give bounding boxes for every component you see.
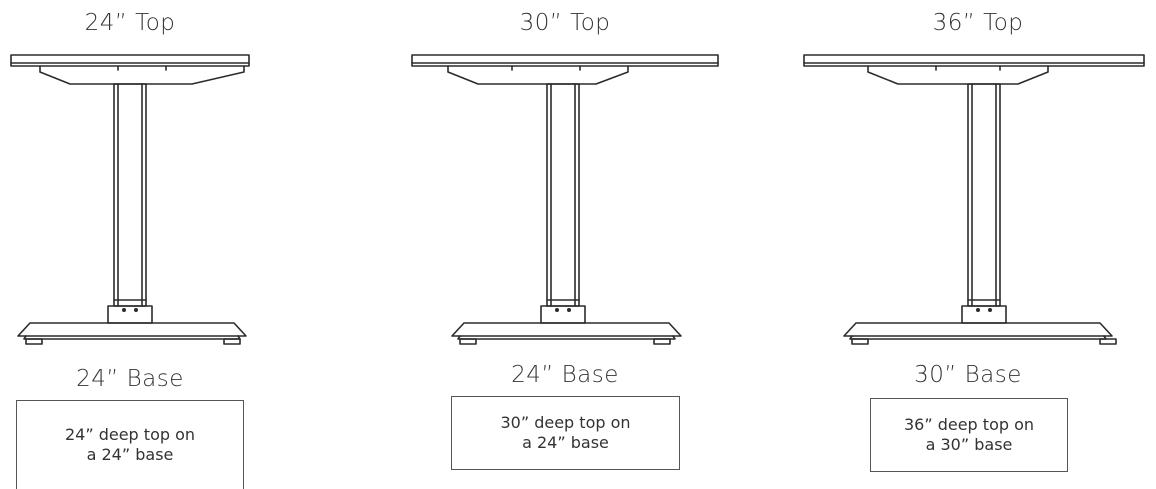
- configuration-description-box: 36” deep top on a 30” base: [870, 398, 1068, 472]
- config-panel-30-top: 30” Top 24” Base: [400, 0, 730, 489]
- base-size-label: 30” Base: [914, 362, 1022, 388]
- top-size-label: 24” Top: [84, 10, 176, 36]
- desk-side-view-illustration: [803, 54, 1145, 345]
- top-size-label: 30” Top: [519, 10, 611, 36]
- top-size-label: 36” Top: [932, 10, 1024, 36]
- description-line-1: 24” deep top on: [64, 425, 196, 444]
- description-line-2: a 24” base: [522, 433, 609, 452]
- configuration-description-box: 24” deep top on a 24” base: [16, 400, 244, 489]
- description-line-1: 30” deep top on: [500, 413, 631, 432]
- base-size-label: 24” Base: [76, 366, 184, 392]
- config-panel-24-top: 24” Top 24” Base: [0, 0, 260, 489]
- configuration-description-box: 30” deep top on a 24” base: [451, 396, 680, 470]
- description-line-2: a 30” base: [925, 435, 1013, 454]
- desk-side-view-illustration: [411, 54, 719, 345]
- config-panel-36-top: 36” Top 30” Base: [800, 0, 1156, 489]
- description-line-1: 36” deep top on: [903, 415, 1035, 434]
- base-size-label: 24” Base: [511, 362, 619, 388]
- description-line-2: a 24” base: [86, 445, 174, 464]
- desk-side-view-illustration: [10, 54, 250, 345]
